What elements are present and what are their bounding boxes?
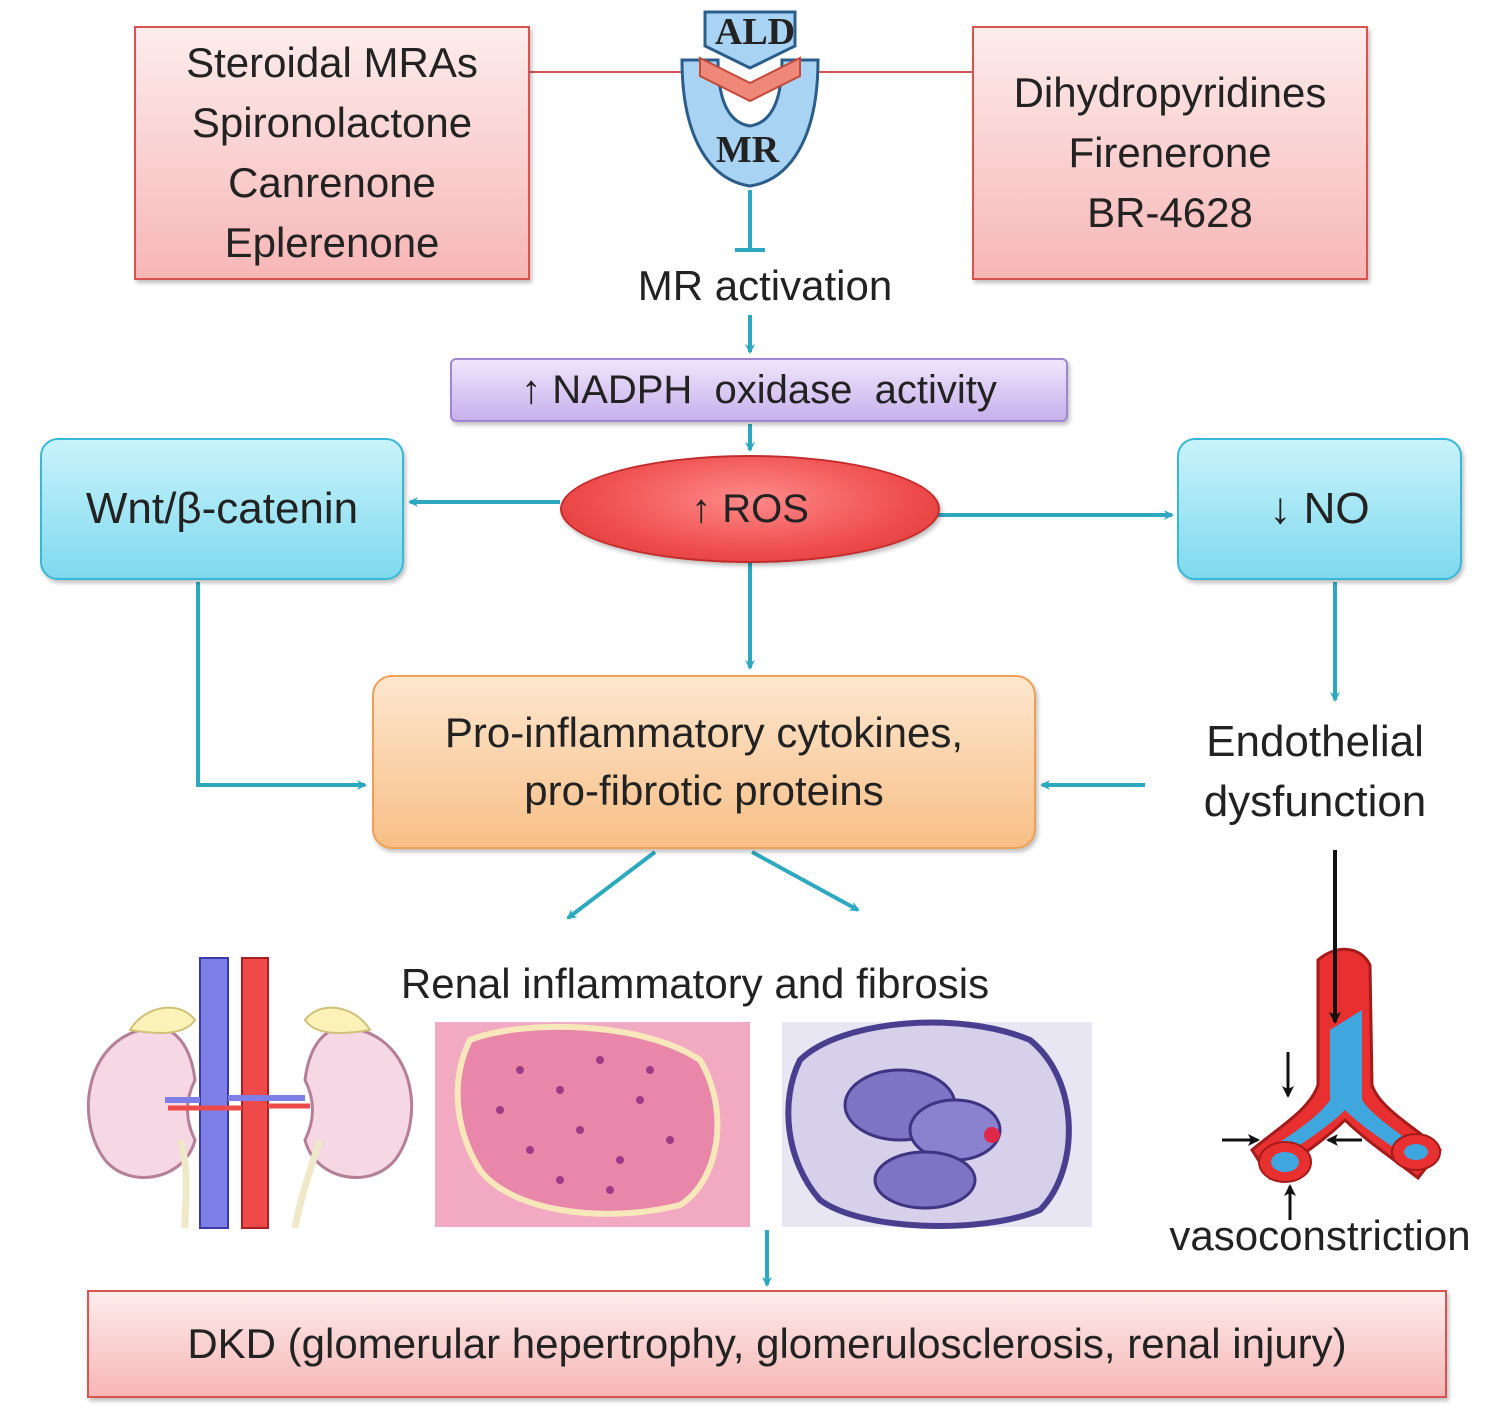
steroidal-mra-box: Steroidal MRAs Spironolactone Canrenone … (134, 26, 530, 280)
steroidal-line-3: Canrenone (228, 159, 436, 206)
ald-label: ALD (714, 11, 796, 53)
receptor-graphic (680, 10, 820, 188)
nonsteroidal-line-3: BR-4628 (1087, 189, 1253, 236)
steroidal-line-4: Eplerenone (224, 219, 440, 266)
nadph-label: ↑ NADPH oxidase activity (521, 367, 997, 412)
histology-image-fibrosis (782, 1019, 1092, 1230)
steroidal-line-2: Spironolactone (191, 99, 473, 146)
dkd-box: DKD (glomerular hepertrophy, glomerulosc… (87, 1290, 1447, 1398)
nonsteroidal-line-2: Firenerone (1068, 129, 1272, 176)
endothelial-line-2: dysfunction (1203, 777, 1427, 826)
ros-ellipse: ↑ ROS (560, 455, 940, 563)
nonsteroidal-line-1: Dihydropyridines (1013, 69, 1327, 116)
wnt-beta-catenin-box: Wnt/β-catenin (40, 438, 404, 580)
dkd-label: DKD (glomerular hepertrophy, glomerulosc… (187, 1320, 1347, 1367)
steroidal-line-1: Steroidal MRAs (186, 39, 478, 86)
nonsteroidal-mra-box: Dihydropyridines Firenerone BR-4628 (972, 26, 1368, 280)
no-box: ↓ NO (1177, 438, 1462, 580)
histology-image-inflammation (435, 1022, 750, 1227)
vessel-illustration (1222, 850, 1443, 1220)
no-label: ↓ NO (1269, 484, 1370, 533)
arrow-cytokines-left (566, 850, 657, 920)
renal-inflammation-label: Renal inflammatory and fibrosis (400, 960, 990, 1007)
cytokines-line-2: pro-fibrotic proteins (524, 767, 884, 814)
cytokines-box: Pro-inflammatory cytokines, pro-fibrotic… (372, 675, 1036, 849)
endothelial-dysfunction-label: Endothelial dysfunction (1170, 712, 1460, 832)
cytokines-line-1: Pro-inflammatory cytokines, (444, 709, 964, 756)
arrow-wnt-cytokines (196, 582, 367, 790)
kidney-illustration (86, 957, 414, 1229)
mr-activation-label: MR activation (637, 262, 893, 309)
vasoconstriction-label: vasoconstriction (1169, 1212, 1471, 1259)
endothelial-line-1: Endothelial (1206, 717, 1424, 766)
ros-label: ↑ ROS (691, 486, 809, 531)
wnt-label: Wnt/β-catenin (85, 484, 359, 533)
mr-label: MR (715, 129, 780, 171)
nadph-oxidase-box: ↑ NADPH oxidase activity (450, 358, 1068, 422)
arrow-cytokines-right (751, 850, 860, 912)
